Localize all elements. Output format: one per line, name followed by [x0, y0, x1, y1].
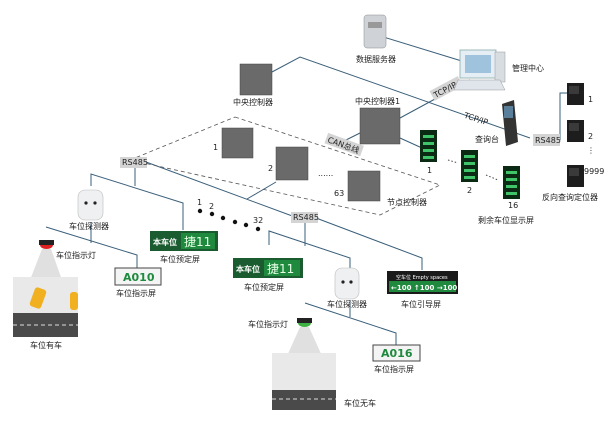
svg-text:反向查询定位器: 反向查询定位器 — [542, 192, 598, 202]
svg-text:剩余车位显示屏: 剩余车位显示屏 — [478, 215, 534, 225]
svg-text:16: 16 — [508, 201, 518, 210]
management-center-pc: 管理中心 — [453, 49, 544, 91]
indicator-screen-a016: A016 车位指示屏 — [372, 344, 421, 374]
parking-photo-vacant: 车位无车 — [272, 353, 376, 410]
svg-text:车位指示屏: 车位指示屏 — [374, 364, 414, 374]
svg-text:管理中心: 管理中心 — [512, 63, 544, 73]
svg-text:A010: A010 — [123, 271, 155, 284]
query-kiosk: 查询台 — [475, 100, 518, 146]
svg-text:1: 1 — [197, 198, 202, 207]
svg-text:查询台: 查询台 — [475, 134, 499, 144]
svg-text:1: 1 — [427, 166, 432, 175]
svg-text:1: 1 — [588, 95, 593, 104]
svg-text:节点控制器: 节点控制器 — [387, 197, 427, 207]
node-controllers: 1 2 ...... 63 节点控制器 — [213, 127, 427, 207]
link-tag-rs485-right: RS485 — [533, 134, 561, 146]
svg-text:RS485: RS485 — [293, 213, 319, 222]
svg-text:中央控制器: 中央控制器 — [233, 97, 273, 107]
svg-text:车位指示灯: 车位指示灯 — [248, 319, 288, 329]
svg-text:63: 63 — [334, 189, 344, 198]
svg-text:RS485: RS485 — [535, 136, 561, 145]
indicator-screen-a010: A010 车位指示屏 — [114, 267, 162, 298]
svg-text:车位预定屏: 车位预定屏 — [160, 254, 200, 264]
svg-text:TCP/IP: TCP/IP — [462, 111, 489, 128]
indicator-light-red: 车位指示灯 — [30, 240, 96, 280]
svg-text:......: ...... — [318, 169, 333, 178]
svg-text:⋮: ⋮ — [587, 146, 595, 155]
svg-text:CAN总线: CAN总线 — [326, 134, 360, 155]
svg-text:车位预定屏: 车位预定屏 — [244, 282, 284, 292]
remaining-space-displays: 1 2 16 剩余车位显示屏 — [420, 130, 534, 225]
svg-text:车位引导屏: 车位引导屏 — [401, 299, 441, 309]
indicator-light-green: 车位指示灯 — [248, 318, 322, 356]
parking-detector-left: 车位探测器 — [69, 189, 109, 231]
parking-photo-occupied: 车位有车 — [13, 277, 78, 350]
svg-text:32: 32 — [253, 216, 263, 225]
central-controller-1: 中央控制器1 — [355, 96, 401, 145]
link-tag-rs485-mid: RS485 — [291, 212, 319, 223]
svg-text:RS485: RS485 — [122, 158, 148, 167]
svg-text:A016: A016 — [381, 347, 413, 360]
reverse-locator-group: 1 2 ⋮ 9999 反向查询定位器 — [542, 83, 604, 202]
svg-text:2: 2 — [209, 202, 214, 211]
svg-text:数据服务器: 数据服务器 — [356, 54, 396, 64]
svg-text:本车位: 本车位 — [152, 237, 177, 247]
link-tag-rs485-left: RS485 — [120, 157, 148, 168]
svg-text:车位指示屏: 车位指示屏 — [116, 288, 156, 298]
svg-text:中央控制器1: 中央控制器1 — [355, 96, 400, 106]
central-controller: 中央控制器 — [233, 63, 273, 107]
svg-text:9999: 9999 — [584, 167, 604, 176]
link-tag-can-bus: CAN总线 — [324, 132, 364, 157]
svg-text:空车位 Empty spaces: 空车位 Empty spaces — [396, 274, 448, 281]
svg-text:1: 1 — [213, 143, 218, 152]
data-server: 数据服务器 — [356, 14, 396, 64]
detector-chain: 1 2 32 — [197, 198, 263, 232]
svg-text:2: 2 — [588, 132, 593, 141]
node-controller-group-outline — [128, 116, 442, 216]
svg-text:捷11: 捷11 — [184, 235, 211, 249]
svg-text:车位探测器: 车位探测器 — [327, 299, 367, 309]
svg-text:本车位: 本车位 — [235, 264, 260, 274]
connection-lines — [45, 34, 568, 345]
svg-text:车位无车: 车位无车 — [344, 398, 376, 408]
reservation-screen-right: 本车位 捷11 车位预定屏 — [233, 258, 303, 292]
guidance-screen: 空车位 Empty spaces ←100 ↑100 →100 车位引导屏 — [387, 271, 458, 309]
svg-text:车位有车: 车位有车 — [30, 340, 62, 350]
svg-text:2: 2 — [268, 164, 273, 173]
svg-text:车位指示灯: 车位指示灯 — [56, 250, 96, 260]
svg-text:←100 ↑100 →100: ←100 ↑100 →100 — [391, 284, 457, 292]
parking-detector-right: 车位探测器 — [327, 267, 367, 309]
reservation-screen-left: 本车位 捷11 车位预定屏 — [150, 231, 218, 264]
svg-text:捷11: 捷11 — [267, 262, 294, 276]
svg-text:车位探测器: 车位探测器 — [69, 221, 109, 231]
link-tag-tcpip-2: TCP/IP — [462, 111, 489, 128]
svg-text:2: 2 — [467, 186, 472, 195]
